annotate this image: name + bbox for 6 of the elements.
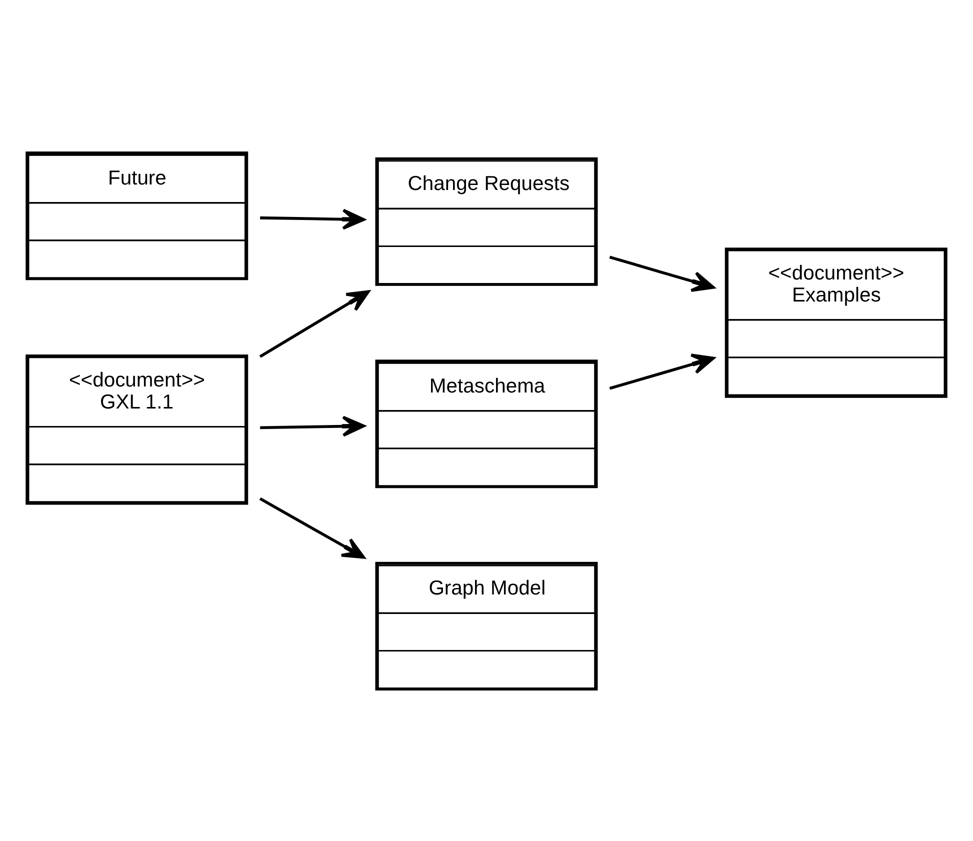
arrow — [259, 290, 370, 358]
arrow — [609, 353, 715, 390]
arrow — [260, 208, 366, 230]
arrow — [259, 496, 366, 558]
arrow — [609, 255, 715, 292]
arrow — [260, 415, 366, 436]
